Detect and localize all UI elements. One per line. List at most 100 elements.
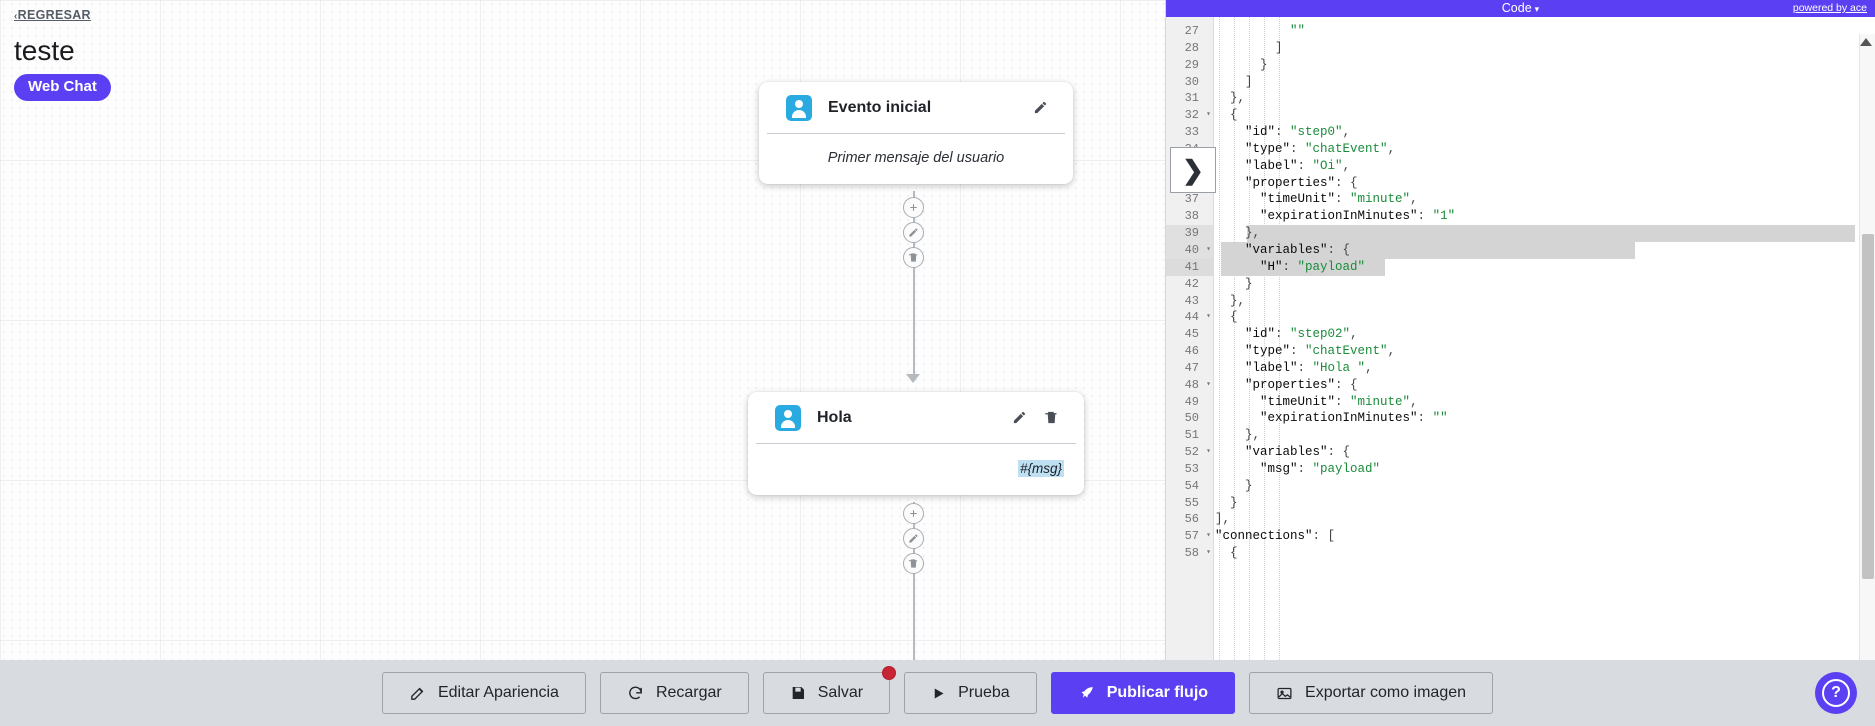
code-line[interactable]: "expirationInMinutes": "1": [1215, 208, 1855, 225]
node-body[interactable]: #{msg}: [748, 444, 1084, 491]
flow-canvas[interactable]: ‹REGRESAR teste Web Chat Evento inicial …: [0, 0, 1165, 660]
code-line[interactable]: ]: [1215, 74, 1855, 91]
fold-toggle-icon[interactable]: ▾: [1206, 312, 1211, 322]
code-line[interactable]: "properties": {: [1215, 175, 1855, 192]
help-button[interactable]: ?: [1815, 672, 1857, 714]
line-number[interactable]: 46: [1184, 344, 1199, 359]
line-number[interactable]: 28: [1184, 40, 1199, 55]
code-line[interactable]: "connections": [: [1215, 528, 1855, 545]
line-number[interactable]: 38: [1184, 209, 1199, 224]
code-line[interactable]: "variables": {: [1215, 444, 1855, 461]
code-line[interactable]: },: [1215, 293, 1855, 310]
code-line[interactable]: "": [1215, 23, 1855, 40]
test-button[interactable]: Prueba: [904, 672, 1037, 714]
save-button[interactable]: Salvar: [762, 666, 897, 714]
code-line[interactable]: }: [1215, 495, 1855, 512]
code-line[interactable]: "expirationInMinutes": "": [1215, 410, 1855, 427]
code-line[interactable]: }: [1215, 478, 1855, 495]
fold-toggle-icon[interactable]: ▾: [1206, 244, 1211, 254]
code-line[interactable]: ]: [1215, 40, 1855, 57]
back-link[interactable]: ‹REGRESAR: [14, 8, 91, 22]
code-line[interactable]: "msg": "payload": [1215, 461, 1855, 478]
code-line[interactable]: "label": "Oi",: [1215, 158, 1855, 175]
line-number[interactable]: 39: [1166, 225, 1213, 242]
code-line[interactable]: "H": "payload": [1215, 258, 1855, 276]
line-number[interactable]: 37: [1184, 192, 1199, 207]
line-number[interactable]: 45: [1184, 327, 1199, 342]
edit-appearance-button[interactable]: Editar Apariencia: [381, 672, 586, 714]
line-number[interactable]: 52▾: [1184, 445, 1211, 460]
line-number[interactable]: 51: [1184, 428, 1199, 443]
code-editor[interactable]: 272829303132▾33343536▾37383940▾41424344▾…: [1166, 17, 1875, 660]
publish-flow-button[interactable]: Publicar flujo: [1050, 672, 1236, 714]
code-line[interactable]: "type": "chatEvent",: [1215, 343, 1855, 360]
trash-icon[interactable]: [903, 247, 924, 268]
code-line[interactable]: "timeUnit": "minute",: [1215, 394, 1855, 411]
code-content[interactable]: "" ] } ] }, { "id": "step0", "type": "ch…: [1215, 17, 1855, 660]
code-line[interactable]: "timeUnit": "minute",: [1215, 191, 1855, 208]
edit-icon[interactable]: [1032, 100, 1048, 116]
code-line[interactable]: "type": "chatEvent",: [1215, 141, 1855, 158]
line-number[interactable]: 27: [1184, 24, 1199, 38]
line-number[interactable]: 29: [1184, 57, 1199, 72]
code-line[interactable]: {: [1215, 107, 1855, 124]
code-line[interactable]: "variables": {: [1215, 241, 1855, 259]
code-scrollbar-thumb[interactable]: [1862, 234, 1874, 579]
code-line[interactable]: {: [1215, 309, 1855, 326]
fold-toggle-icon[interactable]: ▾: [1206, 447, 1211, 457]
line-number[interactable]: 32▾: [1184, 108, 1211, 123]
line-number[interactable]: 56: [1184, 512, 1199, 527]
line-number[interactable]: 58▾: [1184, 546, 1211, 561]
add-icon[interactable]: [903, 503, 924, 524]
line-number[interactable]: 57▾: [1184, 529, 1211, 544]
line-number[interactable]: 54: [1184, 478, 1199, 493]
edit-icon[interactable]: [903, 222, 924, 243]
line-number[interactable]: 43: [1184, 293, 1199, 308]
add-icon[interactable]: [903, 197, 924, 218]
fold-toggle-icon[interactable]: ▾: [1206, 531, 1211, 541]
code-line[interactable]: },: [1215, 225, 1855, 242]
code-line[interactable]: "id": "step02",: [1215, 326, 1855, 343]
edit-icon[interactable]: [903, 528, 924, 549]
fold-toggle-icon[interactable]: ▾: [1206, 379, 1211, 389]
code-line[interactable]: }: [1215, 57, 1855, 74]
trash-icon[interactable]: [903, 553, 924, 574]
edit-icon[interactable]: [1011, 410, 1027, 426]
code-line[interactable]: },: [1215, 90, 1855, 107]
fold-toggle-icon[interactable]: ▾: [1206, 110, 1211, 120]
line-number[interactable]: 44▾: [1184, 310, 1211, 325]
line-number[interactable]: 41: [1166, 258, 1213, 276]
export-image-button[interactable]: Exportar como imagen: [1249, 672, 1494, 714]
code-line[interactable]: }: [1215, 276, 1855, 293]
code-editor-panel[interactable]: Code▾ powered by ace 272829303132▾333435…: [1165, 0, 1875, 660]
code-vertical-scrollbar[interactable]: [1859, 34, 1875, 660]
code-line[interactable]: {: [1215, 545, 1855, 562]
fold-toggle-icon[interactable]: ▾: [1206, 548, 1211, 558]
line-number[interactable]: 42: [1184, 276, 1199, 291]
trash-icon[interactable]: [1043, 410, 1059, 426]
code-line-text: }: [1215, 57, 1268, 72]
code-line[interactable]: },: [1215, 427, 1855, 444]
powered-by-link[interactable]: powered by ace: [1792, 2, 1867, 14]
flow-node-evento-inicial[interactable]: Evento inicial Primer mensaje del usuari…: [759, 82, 1073, 184]
code-line[interactable]: "properties": {: [1215, 377, 1855, 394]
line-number[interactable]: 40▾: [1166, 241, 1213, 259]
line-number[interactable]: 53: [1184, 461, 1199, 476]
code-line[interactable]: "id": "step0",: [1215, 124, 1855, 141]
line-number[interactable]: 33: [1184, 125, 1199, 140]
line-number[interactable]: 50: [1184, 411, 1199, 426]
reload-button[interactable]: Recargar: [599, 672, 749, 714]
line-number[interactable]: 55: [1184, 495, 1199, 510]
flow-node-hola[interactable]: Hola #{msg}: [748, 392, 1084, 495]
code-panel-title[interactable]: Code▾: [1166, 0, 1875, 18]
scroll-up-icon[interactable]: [1860, 38, 1872, 46]
line-number[interactable]: 49: [1184, 394, 1199, 409]
code-line[interactable]: "label": "Hola ",: [1215, 360, 1855, 377]
line-number[interactable]: 47: [1184, 360, 1199, 375]
code-line[interactable]: ],: [1215, 511, 1855, 528]
node-body[interactable]: Primer mensaje del usuario: [759, 134, 1073, 180]
line-number[interactable]: 30: [1184, 74, 1199, 89]
line-number[interactable]: 48▾: [1184, 377, 1211, 392]
line-number[interactable]: 31: [1184, 91, 1199, 106]
code-fold-widget[interactable]: ❯: [1170, 147, 1216, 193]
